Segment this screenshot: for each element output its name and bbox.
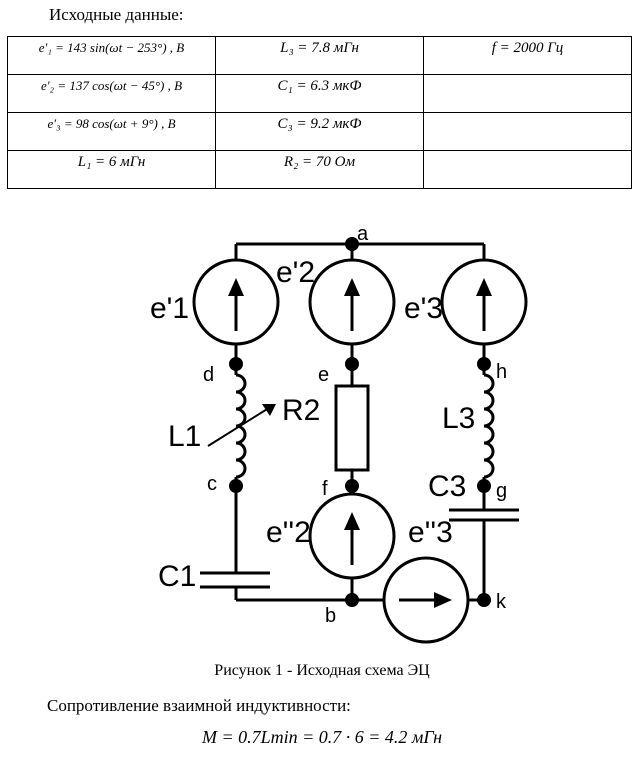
node-dot: [345, 357, 359, 371]
node-dot: [229, 357, 243, 371]
arrow-icon: [262, 404, 276, 416]
table-row: L₁ = 6 мГн R₂ = 70 Ом: [7, 150, 632, 189]
table-cell: e′₁ = 143 sin(ωt − 253°) , В: [7, 36, 216, 75]
node-dot: [345, 479, 359, 493]
arrow-icon: [434, 592, 452, 608]
section-subheading: Сопротивление взаимной индуктивности:: [47, 696, 351, 715]
node-label-d: d: [203, 364, 214, 386]
node-label-g: g: [496, 480, 507, 502]
resistor-R2: [334, 384, 370, 472]
table-row: e′₂ = 137 cos(ωt − 45°) , В C₁ = 6.3 мкФ: [7, 74, 632, 113]
table-row: e′₁ = 143 sin(ωt − 253°) , В L₃ = 7.8 мГ…: [7, 36, 632, 75]
variable-arrow: [207, 405, 273, 447]
table-cell: R₂ = 70 Ом: [215, 150, 424, 189]
table-cell: e′₂ = 137 cos(ωt − 45°) , В: [7, 74, 216, 113]
table-cell: L₃ = 7.8 мГн: [215, 36, 424, 75]
table-cell: e′₃ = 98 cos(ωt + 9°) , В: [7, 112, 216, 151]
component-label-C1: C1: [158, 560, 196, 593]
node-dot: [345, 593, 359, 607]
node-dot: [477, 357, 491, 371]
arrow-icon: [344, 512, 360, 530]
node-label-a: a: [357, 223, 369, 245]
inductor-L3: [483, 373, 495, 479]
component-label-e2: e'2: [276, 256, 315, 289]
node-label-f: f: [322, 478, 328, 500]
arrow-icon: [344, 278, 360, 296]
figure-caption: Рисунок 1 - Исходная схема ЭЦ: [214, 662, 430, 679]
node-dot: [345, 237, 359, 251]
component-label-R2: R2: [282, 394, 320, 427]
node-label-h: h: [496, 361, 507, 383]
table-cell: L₁ = 6 мГн: [7, 150, 216, 189]
arrow-icon: [228, 278, 244, 296]
node-label-c: c: [207, 473, 217, 495]
table-cell: f = 2000 Гц: [423, 36, 632, 75]
circuit-diagram: a d e h c f g b k e'1 e'2 e'3 L1 R2 L3 C…: [150, 223, 528, 644]
arrow-icon: [476, 278, 492, 296]
node-label-k: k: [496, 591, 507, 613]
component-label-L1: L1: [168, 420, 201, 453]
inductor-L1: [235, 373, 247, 479]
table-cell: C₁ = 6.3 мкФ: [215, 74, 424, 113]
node-dot: [477, 593, 491, 607]
node-label-e: e: [318, 364, 329, 386]
component-label-e3: e'3: [404, 292, 443, 325]
component-label-L3: L3: [442, 402, 475, 435]
node-label-b: b: [325, 605, 336, 627]
table-cell: C₃ = 9.2 мкФ: [215, 112, 424, 151]
component-label-e2pp: e''2: [266, 516, 311, 549]
section-heading: Исходные данные:: [49, 5, 184, 24]
table-cell: [423, 112, 632, 151]
node-dot: [229, 479, 243, 493]
node-dot: [477, 479, 491, 493]
component-label-e3pp: e''3: [408, 516, 453, 549]
table-cell: [423, 150, 632, 189]
table-cell: [423, 74, 632, 113]
component-label-C3: C3: [428, 470, 466, 503]
source-data-table: e′₁ = 143 sin(ωt − 253°) , В L₃ = 7.8 мГ…: [7, 36, 632, 189]
table-row: e′₃ = 98 cos(ωt + 9°) , В C₃ = 9.2 мкФ: [7, 112, 632, 151]
formula: M = 0.7Lmin = 0.7 · 6 = 4.2 мГн: [201, 727, 443, 747]
component-label-e1: e'1: [150, 292, 189, 325]
